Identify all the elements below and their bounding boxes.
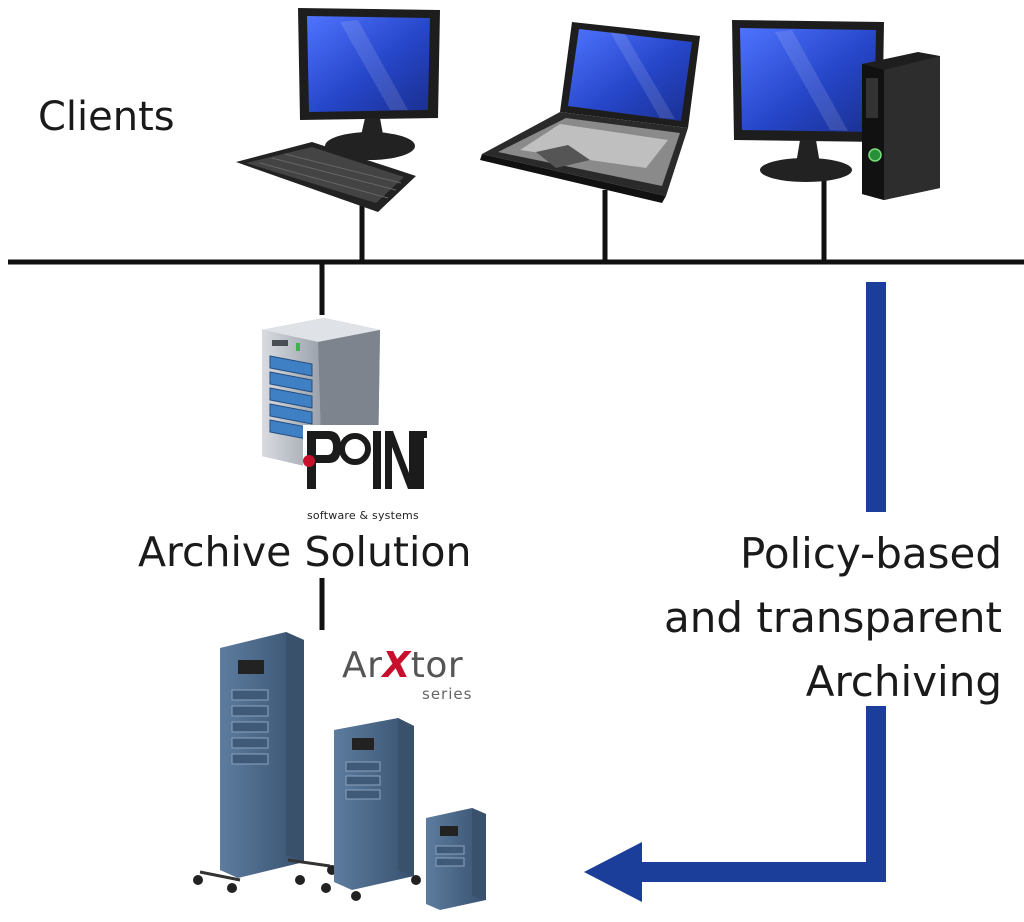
laptop-icon [480, 22, 700, 203]
policy-line-1: Policy-based [739, 529, 1002, 578]
tower-pc-icon [732, 20, 940, 200]
clients-label: Clients [38, 94, 175, 140]
arxtor-wordmark: ArXtor [342, 645, 482, 686]
archive-solution-label: Archive Solution [138, 528, 472, 576]
point-wordmark-icon [303, 431, 427, 489]
arrow-head [584, 842, 642, 902]
point-tagline: software & systems [307, 509, 419, 522]
arxtor-prefix: Ar [342, 645, 383, 686]
arrow-upper-segment [866, 282, 886, 512]
arxtor-x: X [382, 645, 411, 686]
archiving-arrow [584, 282, 886, 902]
arxtor-logo: ArXtor series [342, 645, 482, 705]
desktop-computer-icon [236, 8, 440, 212]
storage-system-icon [193, 632, 486, 910]
policy-label: Policy-based and transparent Archiving [664, 522, 1002, 714]
policy-line-3: Archiving [805, 657, 1002, 706]
arrow-lower-segment [640, 706, 886, 882]
policy-line-2: and transparent [663, 593, 1002, 642]
arxtor-series-label: series [422, 685, 473, 703]
point-logo: software & systems [303, 425, 427, 527]
network-lines [8, 180, 1024, 630]
arxtor-suffix: tor [410, 645, 464, 686]
